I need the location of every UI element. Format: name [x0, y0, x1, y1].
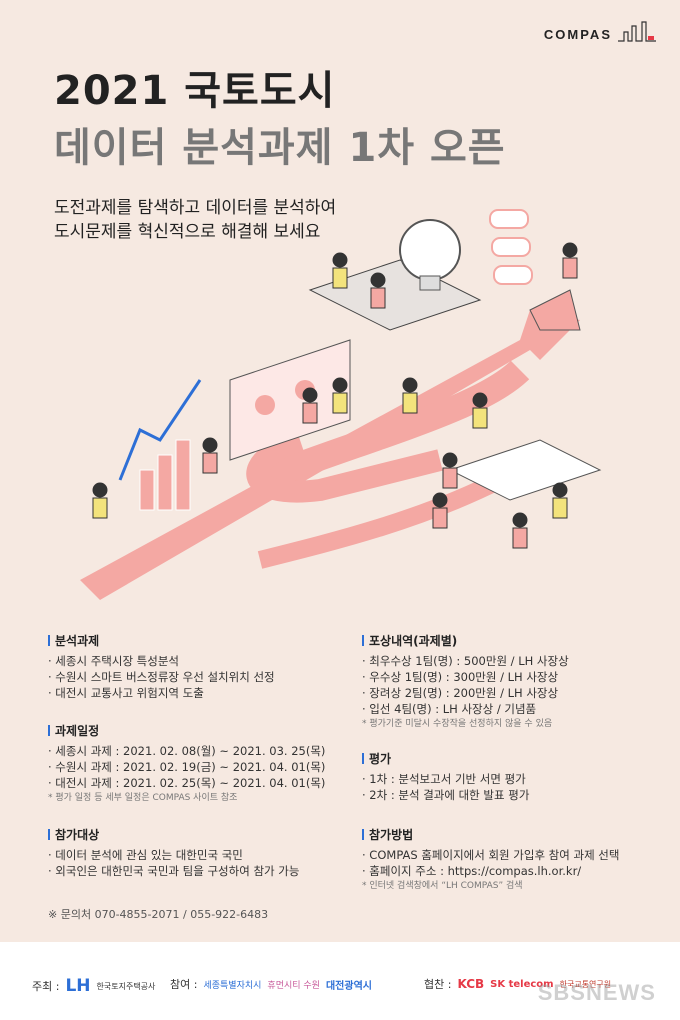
section-title: 포상내역(과제별): [369, 634, 458, 648]
watermark: SBSNEWS: [537, 980, 656, 1005]
presentation-board: [229, 339, 351, 461]
chat-bubble-icon: [489, 209, 529, 229]
brand-name: COMPAS: [543, 27, 612, 42]
meeting-table: [448, 439, 602, 501]
footer: 주최 : LH 한국토지주택공사 참여 : 세종특별자치시 휴먼시티 수원 대전…: [0, 942, 680, 1020]
bar-block: [139, 469, 155, 511]
section-marker: [48, 829, 50, 840]
section-marker: [362, 635, 364, 646]
arrow-path-loop: [246, 429, 443, 503]
list-item: · 우수상 1팀(명) : 300만원 / LH 사장상: [362, 670, 559, 684]
page-title-line1: 2021 국토도시: [54, 68, 336, 114]
method-note: * 인터넷 검색창에서 “LH COMPAS” 검색: [362, 881, 523, 891]
section-analysis: 분석과제 · 세종시 주택시장 특성분석 · 수원시 스마트 버스정류장 우선 …: [48, 632, 275, 701]
section-title: 과제일정: [55, 724, 100, 738]
contact-info: ※ 문의처 070-4855-2071 / 055-922-6483: [48, 906, 268, 922]
contact-phones: 070-4855-2071 / 055-922-6483: [94, 908, 269, 921]
lh-logo: LH: [65, 976, 91, 996]
koti-logo: 한국교통연구원: [559, 979, 612, 989]
section-title: 분석과제: [55, 634, 100, 648]
subtitle: 도전과제를 탐색하고 데이터를 분석하여 도시문제를 혁신적으로 해결해 보세요: [54, 196, 336, 244]
megaphone-icon: [529, 289, 581, 331]
list-item: · 대전시 과제 : 2021. 02. 25(목) ~ 2021. 04. 0…: [48, 776, 326, 790]
list-item: · 1차 : 분석보고서 기반 서면 평가: [362, 772, 526, 786]
bar-block: [175, 439, 191, 511]
bar-block: [157, 454, 173, 511]
section-title: 평가: [369, 752, 392, 766]
people-group: [92, 242, 578, 549]
list-item: · 최우수상 1팀(명) : 500만원 / LH 사장상: [362, 654, 569, 668]
subtitle-line2: 도시문제를 혁신적으로 해결해 보세요: [54, 222, 321, 242]
section-title: 참가대상: [55, 828, 100, 842]
sejong-logo: 세종특별자치시: [203, 980, 262, 991]
section-evaluation: 평가 · 1차 : 분석보고서 기반 서면 평가 · 2차 : 분석 결과에 대…: [362, 750, 529, 803]
kcb-logo: KCB: [457, 977, 485, 991]
contact-label: ※ 문의처: [48, 908, 92, 921]
arrow-path-lower: [257, 471, 505, 569]
section-marker: [362, 753, 364, 764]
host-label: 주최 :: [32, 980, 60, 993]
chat-bubble-icon: [493, 265, 533, 285]
section-schedule: 과제일정 · 세종시 과제 : 2021. 02. 08(월) ~ 2021. …: [48, 722, 325, 805]
suwon-logo: 휴먼시티 수원: [267, 980, 320, 991]
page-title-line2: 데이터 분석과제 1차 오픈: [54, 125, 506, 171]
compas-brand: COMPAS: [544, 20, 656, 42]
sk-logo: SK telecom: [490, 978, 554, 990]
subtitle-line1: 도전과제를 탐색하고 데이터를 분석하여: [54, 198, 337, 218]
arrow-path-upper: [255, 360, 530, 493]
list-item: · 입선 4팀(명) : LH 사장상 / 기념품: [362, 702, 537, 716]
section-method: 참가방법 · COMPAS 홈페이지에서 회원 가입후 참여 과제 선택 · 홈…: [362, 826, 619, 893]
section-target: 참가대상 · 데이터 분석에 관심 있는 대한민국 국민 · 외국인은 대한민국…: [48, 826, 299, 879]
cooperation: 협찬 : KCB SK telecom 한국교통연구원: [424, 976, 611, 992]
daejeon-logo: 대전광역시: [325, 980, 372, 992]
cooperation-label: 협찬 :: [424, 978, 452, 991]
participants-label: 참여 :: [170, 978, 198, 991]
desk-top: [308, 259, 482, 331]
lightbulb-icon: [399, 219, 461, 281]
schedule-note: * 평가 일정 등 세부 일정은 COMPAS 사이트 참조: [48, 793, 238, 803]
list-item: · COMPAS 홈페이지에서 회원 가입후 참여 과제 선택: [362, 848, 620, 862]
host-sponsor: 주최 : LH 한국토지주택공사: [32, 976, 155, 996]
list-item: · 홈페이지 주소 : https://compas.lh.or.kr/: [362, 864, 582, 878]
list-item: · 수원시 과제 : 2021. 02. 19(금) ~ 2021. 04. 0…: [48, 760, 326, 774]
list-item: · 장려상 2팀(명) : 200만원 / LH 사장상: [362, 686, 559, 700]
awards-note: * 평가기준 미달시 수장작을 선정하지 않을 수 있음: [362, 719, 553, 729]
participants: 참여 : 세종특별자치시 휴먼시티 수원 대전광역시: [170, 976, 372, 992]
list-item: · 2차 : 분석 결과에 대한 발표 평가: [362, 788, 530, 802]
list-item: · 대전시 교통사고 위험지역 도출: [48, 686, 204, 700]
list-item: · 데이터 분석에 관심 있는 대한민국 국민: [48, 848, 243, 862]
list-item: · 외국인은 대한민국 국민과 팀을 구성하여 참가 가능: [48, 864, 300, 878]
trend-line-icon: [118, 379, 202, 481]
isometric-illustration: [80, 209, 602, 600]
section-title: 참가방법: [369, 828, 414, 842]
section-marker: [362, 829, 364, 840]
list-item: · 수원시 스마트 버스정류장 우선 설치위치 선정: [48, 670, 275, 684]
host-name: 한국토지주택공사: [96, 981, 156, 991]
list-item: · 세종시 주택시장 특성분석: [48, 654, 180, 668]
lightbulb-base: [419, 275, 441, 291]
pie-chart-icon: [255, 395, 275, 415]
city-skyline-icon: [618, 21, 656, 42]
section-marker: [48, 635, 50, 646]
section-marker: [48, 725, 50, 736]
section-awards: 포상내역(과제별) · 최우수상 1팀(명) : 500만원 / LH 사장상 …: [362, 632, 569, 731]
chat-bubble-icon: [491, 237, 531, 257]
list-item: · 세종시 과제 : 2021. 02. 08(월) ~ 2021. 03. 2…: [48, 744, 326, 758]
